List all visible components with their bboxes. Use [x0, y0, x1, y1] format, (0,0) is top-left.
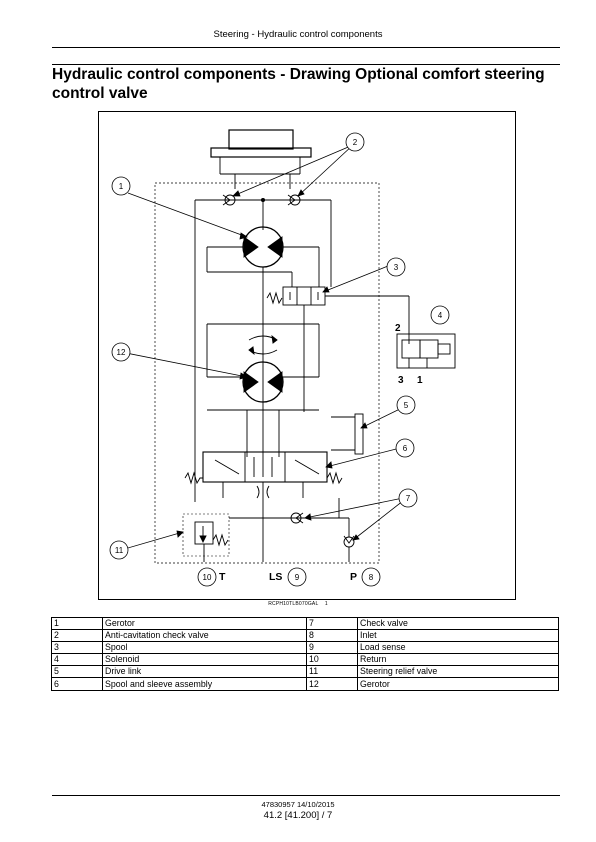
callout-9: [287, 567, 307, 587]
gerotor-upper: [242, 226, 284, 268]
footer-doc-id: 47830957 14/10/2015: [261, 800, 335, 809]
running-header: Steering - Hydraulic control components: [213, 29, 383, 40]
figure-reference: RCPH10TLB070GAL 1: [0, 601, 596, 607]
figure-ref-code: RCPH10TLB070GAL: [268, 601, 319, 607]
hydraulic-schematic-figure: 2 3 1: [98, 111, 516, 600]
callout-6: [395, 438, 415, 458]
port-3-label: 3: [398, 375, 404, 386]
port-p-label: P: [350, 571, 357, 583]
footer-rule: [52, 795, 560, 796]
anti-cavitation-check-valve-right: [287, 194, 301, 206]
callout-12: [111, 342, 131, 362]
figure-ref-number: 1: [324, 601, 328, 607]
svg-text:12: 12: [117, 348, 126, 357]
svg-text:1: 1: [119, 182, 124, 191]
port-t-label: T: [219, 571, 226, 583]
svg-text:11: 11: [115, 546, 124, 555]
svg-text:5: 5: [404, 401, 409, 410]
callout-5: [396, 395, 416, 415]
valve-housing-outline: [154, 182, 380, 564]
callout-4: [430, 305, 450, 325]
schematic-drawing: 2 3 1: [109, 129, 456, 587]
svg-text:7: 7: [406, 494, 411, 503]
callout-3: [386, 257, 406, 277]
svg-text:10: 10: [203, 573, 212, 582]
drive-link: [354, 413, 364, 455]
anti-cavitation-check-valve-left: [222, 194, 236, 206]
callout-11: [109, 540, 129, 560]
check-valve-inlet: [343, 535, 355, 548]
page-title: Hydraulic control components - Drawing O…: [52, 66, 545, 102]
callout-8: [361, 567, 381, 587]
svg-text:2: 2: [353, 138, 358, 147]
svg-text:4: 4: [438, 311, 443, 320]
spool-sleeve-assembly: [184, 451, 343, 485]
callout-1: [111, 176, 131, 196]
spool-valve: [266, 286, 326, 306]
svg-text:3: 3: [394, 263, 399, 272]
solenoid-valve: [396, 333, 456, 369]
svg-text:9: 9: [295, 573, 300, 582]
callout-10: [197, 567, 217, 587]
port-2-label: 2: [395, 323, 401, 334]
check-valve-center: [290, 512, 304, 524]
title-rule: [52, 64, 560, 65]
callout-7: [398, 488, 418, 508]
footer-page-number: 41.2 [41.200] / 7: [263, 810, 333, 821]
port-ls-label: LS: [269, 571, 282, 583]
steering-cylinder: [228, 129, 294, 150]
svg-text:8: 8: [369, 573, 374, 582]
callout-2: [345, 132, 365, 152]
gerotor-lower: [242, 361, 284, 403]
steering-relief-valve: [182, 513, 230, 557]
svg-text:6: 6: [403, 444, 408, 453]
header-rule: [52, 47, 560, 48]
port-1-label: 1: [417, 375, 423, 386]
